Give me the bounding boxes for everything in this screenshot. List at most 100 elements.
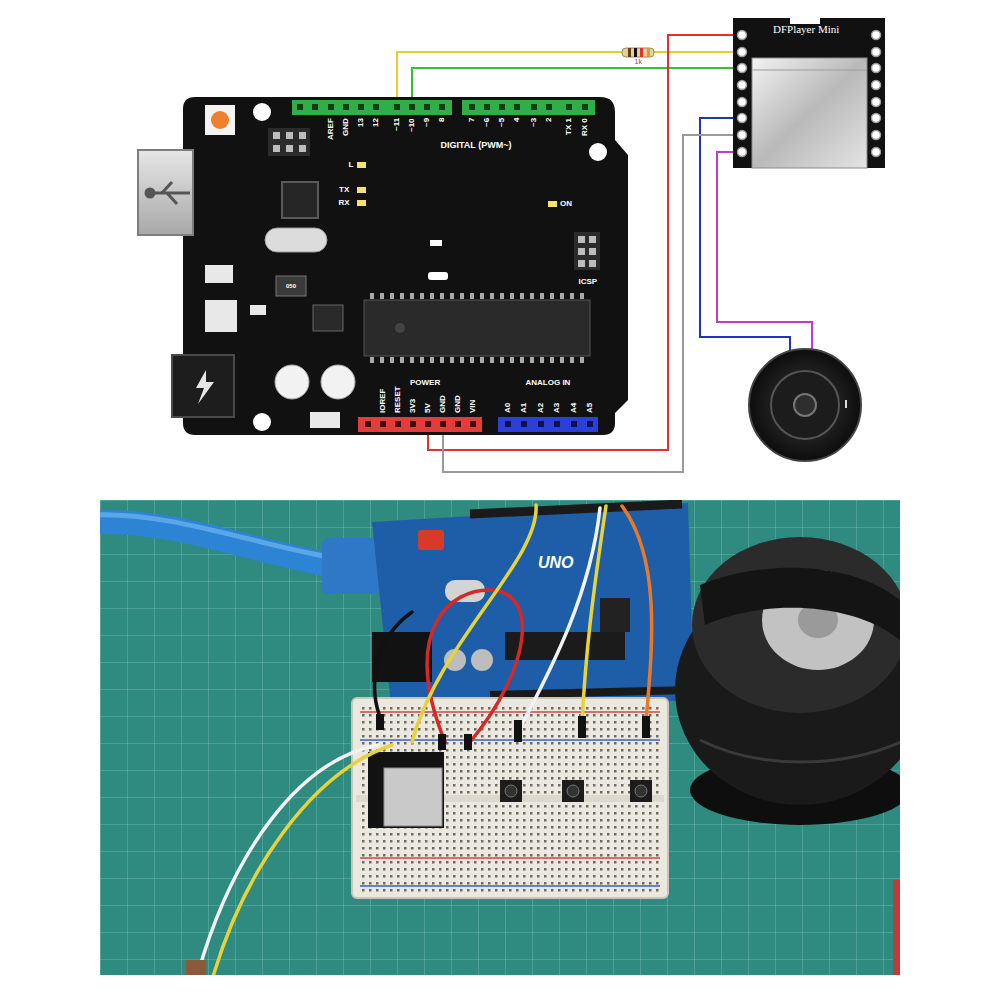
module-pins xyxy=(738,114,747,123)
icsp-pins xyxy=(286,145,293,152)
led xyxy=(357,200,366,206)
pin-label: TX 1 xyxy=(565,118,574,135)
module-pins xyxy=(872,148,881,157)
header-pins xyxy=(365,421,476,427)
module-pins xyxy=(738,131,747,140)
resistor-value: 1k xyxy=(635,58,642,66)
wire-pins xyxy=(578,716,586,738)
usb-symbol xyxy=(146,189,154,197)
board-body xyxy=(183,97,628,435)
wire-pins xyxy=(642,716,650,738)
microcontroller xyxy=(364,300,590,356)
regulator xyxy=(276,276,306,296)
dfplayer-drawing xyxy=(733,18,885,168)
module-pins xyxy=(872,64,881,73)
pin-label: GND xyxy=(454,395,463,413)
arduino-board-drawing xyxy=(138,97,628,435)
uno-power-jack xyxy=(372,632,432,682)
smd-part xyxy=(250,305,266,315)
uno-board xyxy=(372,503,694,714)
resistor-symbol xyxy=(622,48,654,57)
header-pins xyxy=(409,104,415,110)
led-label: RX xyxy=(339,199,350,208)
jumper-wires xyxy=(582,506,606,722)
icsp-header xyxy=(574,232,600,270)
pin-label: 7 xyxy=(468,118,477,122)
header-pins xyxy=(521,421,527,427)
resistor-symbol xyxy=(647,48,650,57)
icsp-pins xyxy=(273,145,280,152)
uno-capacitor xyxy=(471,649,493,671)
pin-label: ~5 xyxy=(498,118,507,127)
speaker-band xyxy=(700,568,900,640)
push-buttons xyxy=(630,780,652,802)
module-name: DFPlayer Mini xyxy=(773,23,839,35)
speaker-cone xyxy=(771,371,839,439)
header-pins xyxy=(394,104,400,110)
jumper-wires xyxy=(520,508,600,728)
jumper-wires xyxy=(622,506,652,722)
icsp-pins xyxy=(589,248,596,255)
pin-label: ~6 xyxy=(483,118,492,127)
header-title: ANALOG IN xyxy=(526,379,571,388)
pin-label: VIN xyxy=(469,400,478,413)
digital-header xyxy=(462,100,595,115)
breadboard-rail xyxy=(360,857,660,859)
header-pins xyxy=(531,104,537,110)
wire-end xyxy=(186,960,206,975)
header-pins xyxy=(566,104,572,110)
uno-icsp xyxy=(600,598,630,632)
header-pins xyxy=(546,104,552,110)
pin-label: GND xyxy=(342,118,351,136)
header-pins xyxy=(365,421,371,427)
usb-plug xyxy=(322,538,382,594)
led xyxy=(357,162,366,168)
chip-mark xyxy=(395,323,405,333)
capacitor xyxy=(275,365,309,399)
breadboard-rail xyxy=(360,711,660,713)
icsp-pins xyxy=(589,236,596,243)
header-pins xyxy=(582,104,588,110)
module-pins xyxy=(738,81,747,90)
smd-part xyxy=(428,272,448,280)
regulator xyxy=(205,265,233,283)
push-buttons xyxy=(500,780,652,802)
usb-symbol xyxy=(162,182,172,193)
sd-card-slot xyxy=(752,70,867,71)
jumper-wires xyxy=(375,612,412,722)
pin-label: 2 xyxy=(545,118,554,122)
analog-header xyxy=(498,417,598,432)
jumper-wire xyxy=(443,135,733,472)
pin-label: 12 xyxy=(372,118,381,127)
resistor-symbol xyxy=(622,48,654,57)
uno-header xyxy=(490,690,690,695)
header-pins xyxy=(358,104,364,110)
jumper-wires xyxy=(212,745,392,975)
header-pins xyxy=(395,421,401,427)
arduino-board: AREFGND1312~11~10~987~6~54~32TX 1RX 0DIG… xyxy=(183,97,615,435)
speaker-wires xyxy=(700,118,812,352)
pin-label: RESET xyxy=(394,386,403,413)
icsp-pins xyxy=(578,260,585,267)
led-label: TX xyxy=(339,186,349,195)
module-body xyxy=(733,18,885,168)
icsp-pins xyxy=(589,260,596,267)
wire-pins xyxy=(438,734,446,750)
breadboard xyxy=(352,698,668,898)
wire-pins xyxy=(464,734,472,750)
header-pins xyxy=(373,104,379,110)
icsp-pins xyxy=(299,132,306,139)
header-pins xyxy=(439,104,445,110)
push-buttons xyxy=(567,785,579,797)
speaker-drawing xyxy=(749,349,861,461)
usb-chip xyxy=(282,182,318,218)
header-pins xyxy=(505,421,593,427)
header-pins xyxy=(571,421,577,427)
module-pins xyxy=(738,64,747,73)
icsp-pins xyxy=(578,236,596,267)
pin-label: ~10 xyxy=(408,118,417,132)
push-buttons xyxy=(500,780,522,802)
header-pins xyxy=(297,104,588,110)
